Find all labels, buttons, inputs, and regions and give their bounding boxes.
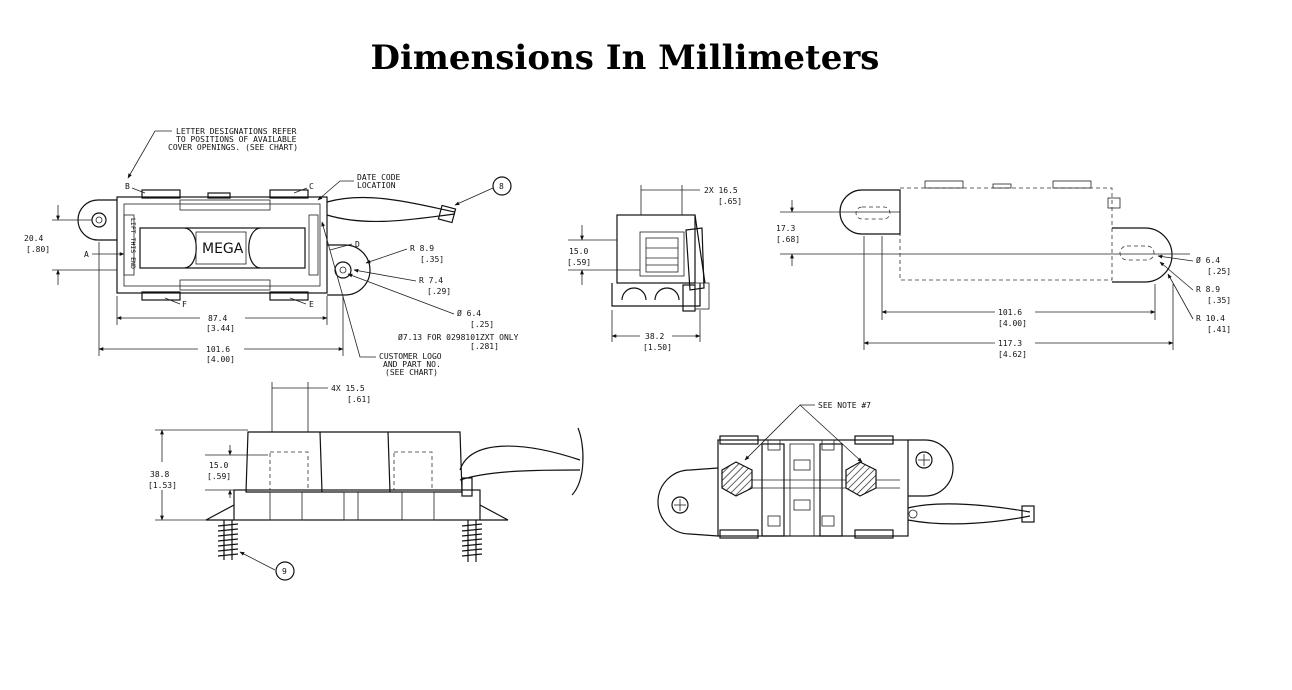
bottom-view: SEE NOTE #7: [657, 401, 1035, 539]
side-dim-17-3-inch: [.68]: [776, 235, 800, 244]
side-dia-6-4: Ø 6.4: [1196, 255, 1220, 265]
callout-8: 8: [499, 182, 504, 191]
letter-note-line-3: COVER OPENINGS. (SEE CHART): [168, 143, 298, 152]
end-dim-38-2-inch: [1.50]: [643, 343, 672, 352]
top-r-8-9: R 8.9: [410, 244, 434, 253]
position-a: A: [84, 250, 89, 259]
date-code-label-2: LOCATION: [357, 181, 396, 190]
front-dim-4x-15-5: 4X 15.5: [331, 384, 365, 393]
top-dim-101-6: 101.6: [206, 345, 230, 354]
end-dim-15: 15.0: [569, 247, 588, 256]
logo-note-line-2: AND PART NO.: [383, 360, 441, 369]
end-dim-15-inch: [.59]: [567, 258, 591, 267]
position-c: C: [309, 182, 314, 191]
front-dim-15-inch: [.59]: [207, 472, 231, 481]
dim-87-4-inch: [3.44]: [206, 324, 235, 333]
front-dim-38-8-inch: [1.53]: [148, 481, 177, 490]
logo-note-line-3: (SEE CHART): [385, 368, 438, 377]
end-dim-38-2: 38.2: [645, 332, 664, 341]
front-view: 4X 15.5 [.61] 9: [148, 382, 584, 581]
side-r-10-4: R 10.4: [1196, 314, 1225, 323]
lift-this-end-label: LIFT THIS END: [129, 218, 137, 269]
top-view: LETTER DESIGNATIONS REFER TO POSITIONS O…: [24, 127, 519, 377]
letter-note-line-1: LETTER DESIGNATIONS REFER: [176, 127, 297, 136]
dia-note-line-2: [.281]: [470, 342, 499, 351]
front-dim-38-8: 38.8: [150, 470, 169, 479]
top-dia-6-4-inch: [.25]: [470, 320, 494, 329]
side-r-8-9-inch: [.35]: [1207, 296, 1231, 305]
dia-note-line-1: Ø7.13 FOR 0298101ZXT ONLY: [398, 332, 519, 342]
side-dim-101-6: 101.6: [998, 308, 1022, 317]
front-dim-4x-15-5-inch: [.61]: [347, 395, 371, 404]
letter-note-line-2: TO POSITIONS OF AVAILABLE: [176, 135, 297, 144]
end-dim-2x-16-5: 2X 16.5: [704, 186, 738, 195]
date-code-label-1: DATE CODE: [357, 173, 401, 182]
position-f: F: [182, 300, 187, 309]
front-dim-15: 15.0: [209, 461, 228, 470]
callout-9: 9: [282, 567, 287, 576]
top-r-7-4: R 7.4: [419, 276, 443, 285]
side-view: 17.3 [.68] Ø 6.4 [.25] R 8.9 [.35] R 10.…: [776, 180, 1231, 359]
side-dim-101-6-inch: [4.00]: [998, 319, 1027, 328]
position-b: B: [125, 182, 130, 191]
callout-9-circle: [275, 561, 295, 581]
position-e: E: [309, 300, 314, 309]
dim-20-4-inch: [.80]: [26, 245, 50, 254]
mega-label: MEGA: [202, 241, 244, 257]
dim-20-4: 20.4: [24, 234, 43, 243]
dim-87-4: 87.4: [208, 314, 227, 323]
end-view: 2X 16.5 [.65] 15.0 [.59] 38.2 [1.50]: [567, 185, 742, 352]
top-dim-101-6-inch: [4.00]: [206, 355, 235, 364]
see-note-7: SEE NOTE #7: [818, 401, 871, 410]
page-title: Dimensions In Millimeters: [370, 38, 880, 78]
side-r-8-9: R 8.9: [1196, 285, 1220, 294]
side-r-10-4-inch: [.41]: [1207, 325, 1231, 334]
side-dim-117-3-inch: [4.62]: [998, 350, 1027, 359]
side-dia-6-4-inch: [.25]: [1207, 267, 1231, 276]
top-dia-6-4: Ø 6.4: [457, 308, 481, 318]
callout-8-circle: [492, 176, 512, 196]
logo-note-line-1: CUSTOMER LOGO: [379, 352, 442, 361]
side-dim-117-3: 117.3: [998, 339, 1022, 348]
side-dim-17-3: 17.3: [776, 224, 795, 233]
top-r-7-4-inch: [.29]: [427, 287, 451, 296]
end-dim-2x-16-5-inch: [.65]: [718, 197, 742, 206]
position-d: D: [355, 240, 360, 249]
top-r-8-9-inch: [.35]: [420, 255, 444, 264]
